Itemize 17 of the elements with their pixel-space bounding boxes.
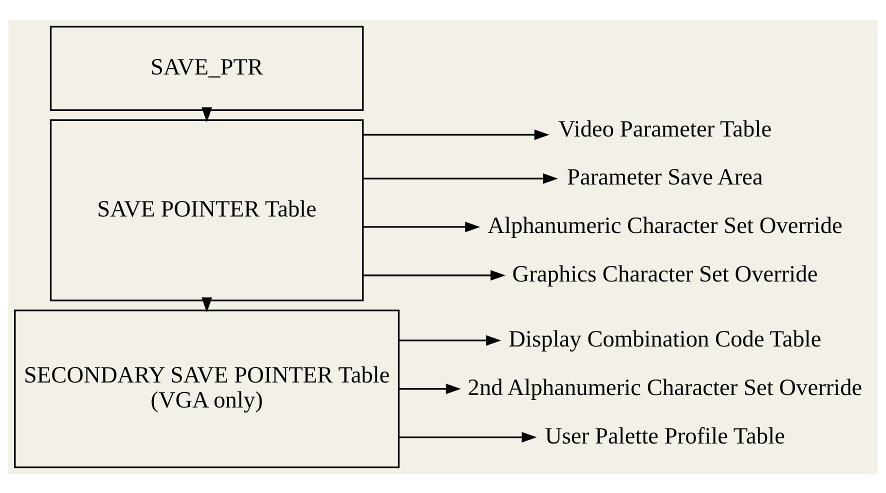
- node-text: Parameter Save Area: [567, 164, 763, 190]
- arrow: [399, 383, 461, 394]
- node-text: Graphics Character Set Override: [512, 261, 818, 288]
- arrow: [202, 106, 212, 122]
- node-box: SECONDARY SAVE POINTER Table (VGA only): [14, 309, 400, 468]
- arrow: [363, 128, 550, 140]
- arrow: [363, 270, 506, 280]
- node-text: Alphanumeric Character Set Override: [488, 212, 842, 239]
- node-text: User Palette Profile Table: [545, 422, 785, 449]
- node-text: Display Combination Code Table: [508, 326, 822, 352]
- node-text: 2nd Alphanumeric Character Set Override: [468, 374, 862, 401]
- arrow: [399, 334, 502, 346]
- arrow: [363, 172, 558, 184]
- arrow: [202, 296, 212, 312]
- arrow: [399, 432, 537, 442]
- arrow: [363, 221, 480, 232]
- node-text: Video Parameter Table: [558, 116, 772, 142]
